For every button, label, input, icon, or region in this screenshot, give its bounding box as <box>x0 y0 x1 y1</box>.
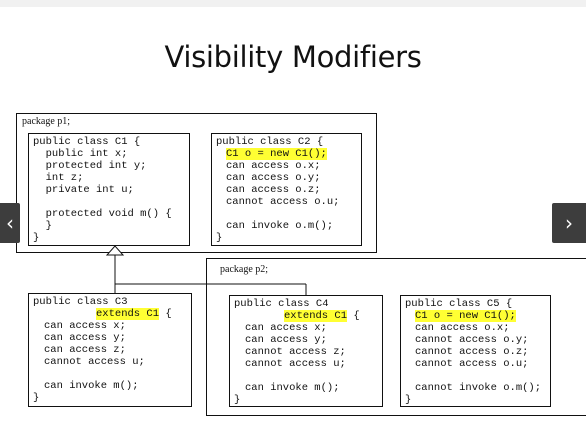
class-c5-line: cannot access o.u; <box>415 358 529 370</box>
next-slide-button[interactable]: › <box>552 203 586 243</box>
slide-title: Visibility Modifiers <box>164 40 422 74</box>
class-c2-line: } <box>216 232 223 244</box>
class-c4-line: } <box>234 394 241 406</box>
class-c5-line: } <box>405 394 412 406</box>
previous-slide-button[interactable]: ‹ <box>0 203 20 243</box>
class-c4-line: cannot access z; <box>245 346 346 358</box>
class-c3-line: can access z; <box>44 344 126 356</box>
class-c3-line: } <box>33 392 40 404</box>
package-p1-label: package p1; <box>22 116 71 127</box>
package-p2-label: package p2; <box>220 264 269 275</box>
class-c4-line: can access y; <box>245 334 327 346</box>
class-c5-line: can access o.x; <box>415 322 510 334</box>
class-c1-line: public int x; <box>33 148 128 160</box>
class-c4-line: can access x; <box>245 322 327 334</box>
class-c4-box: public class C4 extends C1 { can access … <box>229 295 383 407</box>
class-c3-brace: { <box>165 308 172 320</box>
class-c2-line: can invoke o.m(); <box>226 220 334 232</box>
class-c3-box: public class C3 extends C1 { can access … <box>28 293 192 407</box>
package-p2-box <box>206 258 586 416</box>
class-c2-box: public class C2 { C1 o = new C1(); can a… <box>211 133 362 246</box>
package-p1-box <box>16 113 377 253</box>
class-c4-brace: { <box>353 310 360 322</box>
class-c4-header: public class C4 <box>234 298 329 310</box>
class-c3-line: cannot access u; <box>44 356 145 368</box>
class-c4-line: cannot access u; <box>245 358 346 370</box>
chevron-right-icon: › <box>565 211 573 235</box>
class-c1-line: private int u; <box>33 184 134 196</box>
class-c3-extends: extends C1 <box>96 308 160 320</box>
class-c5-header: public class C5 { <box>405 298 513 310</box>
class-c1-box: public class C1 { public int x; protecte… <box>28 133 190 246</box>
class-c2-line: can access o.x; <box>226 160 321 172</box>
class-c1-header: public class C1 { <box>33 136 141 148</box>
class-c1-line: } <box>33 220 52 232</box>
class-c1-line: protected void m() { <box>33 208 172 220</box>
class-c4-extends: extends C1 <box>284 310 348 322</box>
class-c5-box: public class C5 { C1 o = new C1(); can a… <box>400 295 551 407</box>
class-c3-line: can invoke m(); <box>44 380 139 392</box>
class-c2-instantiation: C1 o = new C1(); <box>226 148 327 160</box>
class-c3-line: can access x; <box>44 320 126 332</box>
class-c1-line: int z; <box>33 172 84 184</box>
class-c3-line: can access y; <box>44 332 126 344</box>
top-bar <box>0 0 586 7</box>
class-c2-line: cannot access o.u; <box>226 196 340 208</box>
class-c4-line: can invoke m(); <box>245 382 340 394</box>
chevron-left-icon: ‹ <box>6 211 14 235</box>
class-c2-header: public class C2 { <box>216 136 324 148</box>
class-c5-instantiation: C1 o = new C1(); <box>415 310 516 322</box>
class-c2-line: can access o.z; <box>226 184 321 196</box>
class-c2-line: can access o.y; <box>226 172 321 184</box>
class-c3-header: public class C3 <box>33 296 128 308</box>
class-c5-line: cannot access o.z; <box>415 346 529 358</box>
class-c5-line: cannot access o.y; <box>415 334 529 346</box>
class-c5-line: cannot invoke o.m(); <box>415 382 542 394</box>
class-c1-line: protected int y; <box>33 160 147 172</box>
class-c1-line: } <box>33 232 40 244</box>
